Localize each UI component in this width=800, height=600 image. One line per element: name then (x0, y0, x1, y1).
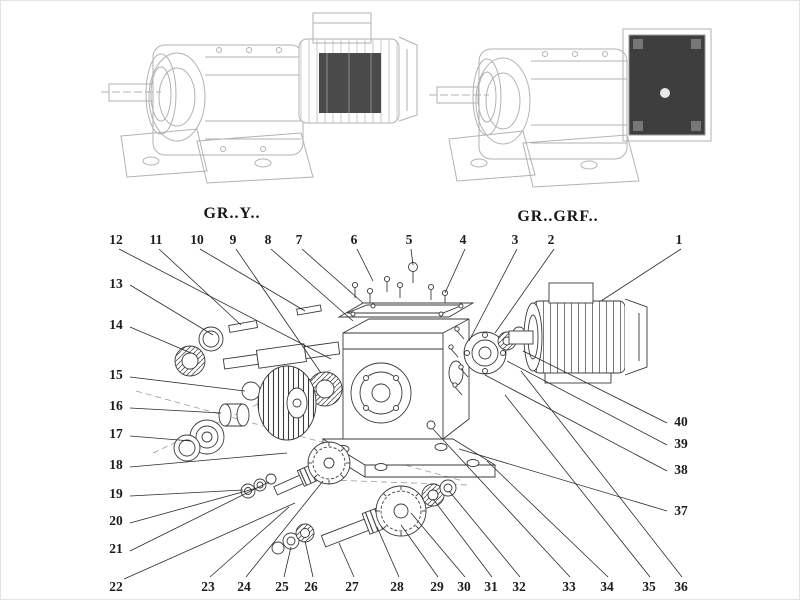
leader-lines (118, 248, 683, 580)
callout-28: 28 (390, 579, 404, 594)
callout-36: 36 (674, 579, 688, 594)
washer (265, 473, 277, 485)
callout-17: 17 (109, 426, 123, 441)
callout-27: 27 (345, 579, 359, 594)
callout-19: 19 (109, 486, 123, 501)
callout-21: 21 (109, 541, 123, 556)
gear-housing (321, 318, 497, 478)
callout-40: 40 (674, 414, 688, 429)
callout-39: 39 (674, 436, 688, 451)
variant-label-gr-y: GR..Y.. (203, 205, 260, 222)
callout-34: 34 (600, 579, 614, 594)
callout-3: 3 (512, 232, 519, 247)
callout-22: 22 (109, 579, 123, 594)
callout-6: 6 (351, 232, 358, 247)
callout-16: 16 (109, 398, 123, 413)
callout-15: 15 (109, 367, 123, 382)
intermediate-gear-set (240, 441, 351, 499)
callout-20: 20 (109, 513, 123, 528)
helical-gear-large (257, 365, 343, 441)
output-shaft-assembly (271, 479, 457, 555)
variant-label-gr-grf: GR..GRF.. (517, 208, 598, 225)
assembled-unit-gr-y (101, 12, 418, 184)
assembled-unit-gr-grf (429, 28, 712, 188)
callout-23: 23 (201, 579, 215, 594)
callout-35: 35 (642, 579, 656, 594)
housing-cover (337, 302, 475, 318)
callout-14: 14 (109, 317, 123, 332)
shaft-key (228, 320, 259, 333)
callout-26: 26 (304, 579, 318, 594)
callout-38: 38 (674, 462, 688, 477)
callout-12: 12 (109, 232, 123, 247)
oil-plug (426, 420, 436, 430)
callout-1: 1 (676, 232, 683, 247)
callout-33: 33 (562, 579, 576, 594)
electric-motor (508, 282, 648, 384)
callout-13: 13 (109, 276, 123, 291)
callout-18: 18 (109, 457, 123, 472)
exploded-view (173, 262, 648, 555)
callout-10: 10 (190, 232, 204, 247)
retaining-ring (271, 541, 285, 555)
callout-11: 11 (150, 232, 163, 247)
callout-31: 31 (484, 579, 498, 594)
callout-2: 2 (548, 232, 555, 247)
callout-7: 7 (296, 232, 303, 247)
callout-30: 30 (457, 579, 471, 594)
callout-25: 25 (275, 579, 289, 594)
shaft-key (296, 304, 322, 316)
callout-24: 24 (237, 579, 251, 594)
flange-bolts (448, 326, 469, 396)
callout-4: 4 (460, 232, 467, 247)
callout-29: 29 (430, 579, 444, 594)
input-shaft-assembly (173, 304, 341, 462)
cover-screws (351, 262, 449, 306)
callout-32: 32 (512, 579, 526, 594)
callout-8: 8 (265, 232, 272, 247)
callout-37: 37 (674, 503, 688, 518)
callout-numbers: 1 2 3 4 5 6 7 8 9 10 11 12 13 14 15 16 1… (109, 232, 688, 594)
callout-5: 5 (406, 232, 413, 247)
callout-9: 9 (230, 232, 237, 247)
